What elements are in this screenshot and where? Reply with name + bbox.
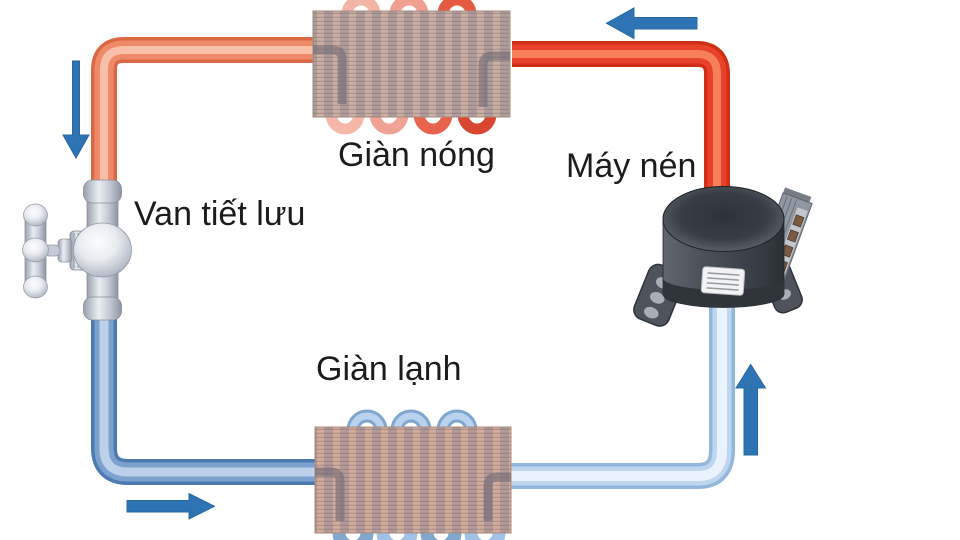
valve-ball-body (73, 222, 132, 278)
compressor-top (662, 186, 785, 252)
flow-arrow-down-icon (62, 60, 90, 160)
flow-arrow-up-icon (735, 363, 767, 456)
flow-arrow-left-icon (605, 7, 698, 40)
compressor (633, 186, 813, 327)
hot-pipe-compressor-to-condenser (512, 41, 730, 205)
warm-pipe-condenser-to-valve (91, 37, 318, 190)
valve-handle-center-knob[interactable] (22, 237, 49, 263)
condenser-coil (312, 0, 511, 135)
evaporator-coil (314, 409, 512, 540)
condenser-label: Giàn nóng (338, 136, 495, 174)
valve-top-collar (83, 179, 122, 204)
expansion-valve (22, 179, 132, 321)
compressor-label-plate (700, 266, 746, 296)
flow-arrow-right-icon (126, 492, 216, 520)
compressor-label: Máy nén (566, 147, 697, 185)
valve-handle-top-knob[interactable] (23, 203, 48, 227)
cool-pipe-evaporator-to-compressor (508, 300, 735, 489)
cold-pipe-valve-to-evaporator (91, 310, 320, 485)
expansion-valve-label: Van tiết lưu (134, 195, 306, 233)
valve-bottom-collar (83, 296, 122, 321)
evaporator-label: Giàn lạnh (316, 350, 462, 388)
valve-handle-bottom-knob[interactable] (23, 275, 48, 299)
